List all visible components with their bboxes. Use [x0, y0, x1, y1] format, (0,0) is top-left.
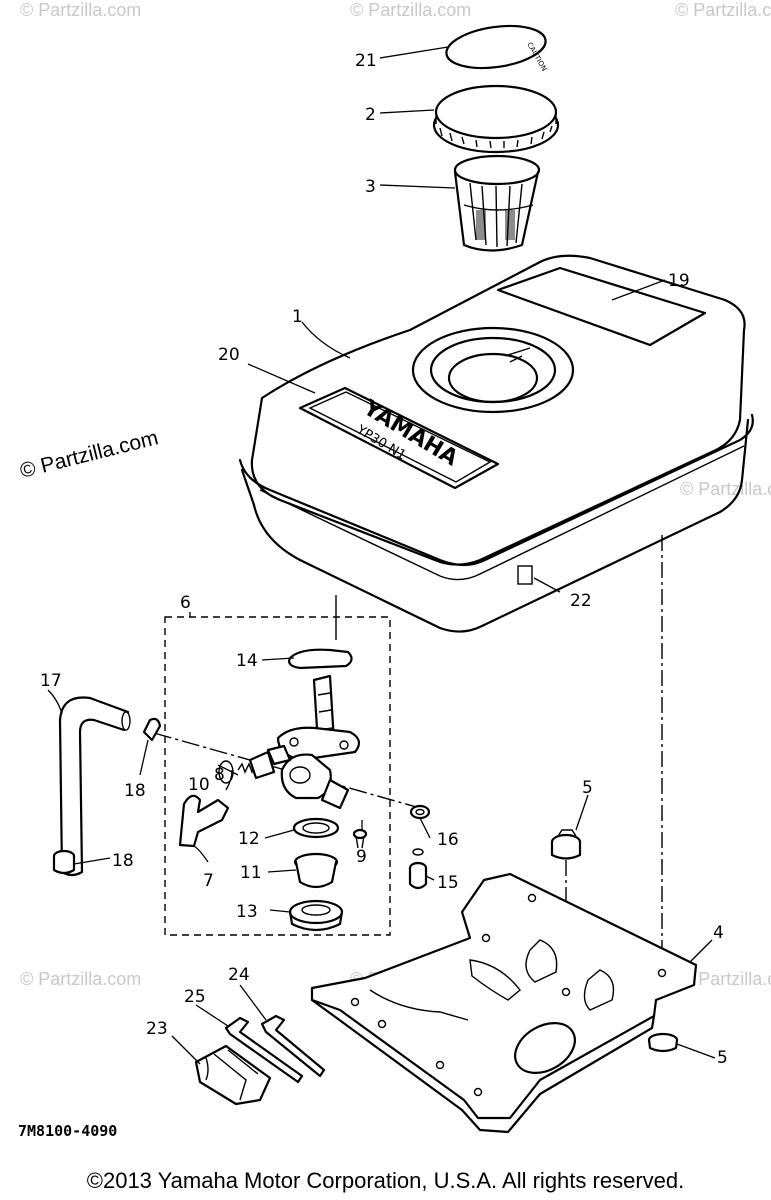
callout-9: 9 — [356, 847, 367, 867]
part-5-nut-lower — [647, 1032, 679, 1053]
callout-16: 16 — [437, 830, 459, 850]
callout-4: 4 — [713, 923, 724, 943]
callout-15: 15 — [437, 873, 459, 893]
callout-6: 6 — [180, 593, 191, 613]
watermark-faint: © Partzilla.com — [680, 969, 771, 989]
part-23-tool-bag — [194, 1044, 272, 1106]
watermark-faint: © Partzilla.com — [675, 0, 771, 20]
part-1-fuel-tank: YAMAHA YP30 N1 — [238, 254, 754, 633]
watermark-main: © Partzilla.com — [18, 426, 161, 483]
part-2-fuel-cap — [432, 84, 560, 154]
callout-10: 10 — [188, 775, 210, 795]
part-4-mounting-plate — [310, 872, 698, 1134]
callout-14: 14 — [236, 651, 258, 671]
callout-5-upper: 5 — [582, 778, 593, 798]
copyright-notice: ©2013 Yamaha Motor Corporation, U.S.A. A… — [86, 1168, 685, 1193]
callout-3: 3 — [365, 177, 376, 197]
part-21-cap-decal: CAUTION — [445, 24, 548, 73]
callout-1: 1 — [292, 307, 303, 327]
watermark-faint: © Partzilla.com — [20, 0, 141, 20]
callout-21: 21 — [355, 51, 377, 71]
diagram-code: 7M8100-4090 — [18, 1122, 117, 1140]
callout-23: 23 — [146, 1019, 168, 1039]
callout-7: 7 — [203, 871, 214, 891]
part-3-fuel-strainer — [453, 154, 541, 252]
callout-12: 12 — [238, 829, 260, 849]
callout-19: 19 — [668, 271, 690, 291]
callout-8: 8 — [214, 765, 225, 785]
callout-17: 17 — [40, 671, 62, 691]
part-18-clip-lower — [52, 849, 76, 875]
part-15-bolt — [408, 848, 428, 890]
callout-24: 24 — [228, 965, 250, 985]
part-12-gasket — [292, 817, 340, 839]
fuel-cock-body — [266, 674, 361, 810]
part-24-hex-wrench — [260, 1014, 326, 1078]
callout-18-upper: 18 — [124, 781, 146, 801]
watermark-faint: © Partzilla.com — [680, 479, 771, 499]
part-18-clip-upper — [142, 717, 162, 742]
callout-2: 2 — [365, 105, 376, 125]
part-11-cup — [293, 852, 339, 889]
callout-11: 11 — [240, 863, 262, 883]
part-13-nut — [288, 899, 344, 932]
callout-13: 13 — [236, 902, 258, 922]
part-7-lever — [178, 794, 230, 848]
part-17-fuel-hose — [58, 696, 130, 877]
watermark-faint: © Partzilla.com — [20, 969, 141, 989]
part-14-gasket — [288, 648, 353, 670]
callout-22: 22 — [570, 591, 592, 611]
callout-18-lower: 18 — [112, 851, 134, 871]
leader-lines — [47, 46, 716, 1065]
callout-numbers: 21 2 3 19 1 20 22 6 14 17 18 8 10 12 11 … — [40, 51, 728, 1068]
watermark-faint: © Partzilla.com — [350, 0, 471, 20]
part-25-hex-wrench — [224, 1016, 304, 1084]
callout-25: 25 — [184, 987, 206, 1007]
callout-5-lower: 5 — [717, 1048, 728, 1068]
part-6-fuel-cock-assembly-box — [164, 616, 391, 936]
part-16-washer — [409, 804, 431, 820]
callout-20: 20 — [218, 345, 240, 365]
part-5-nut-upper — [550, 829, 582, 860]
part-9-screw — [352, 828, 368, 849]
